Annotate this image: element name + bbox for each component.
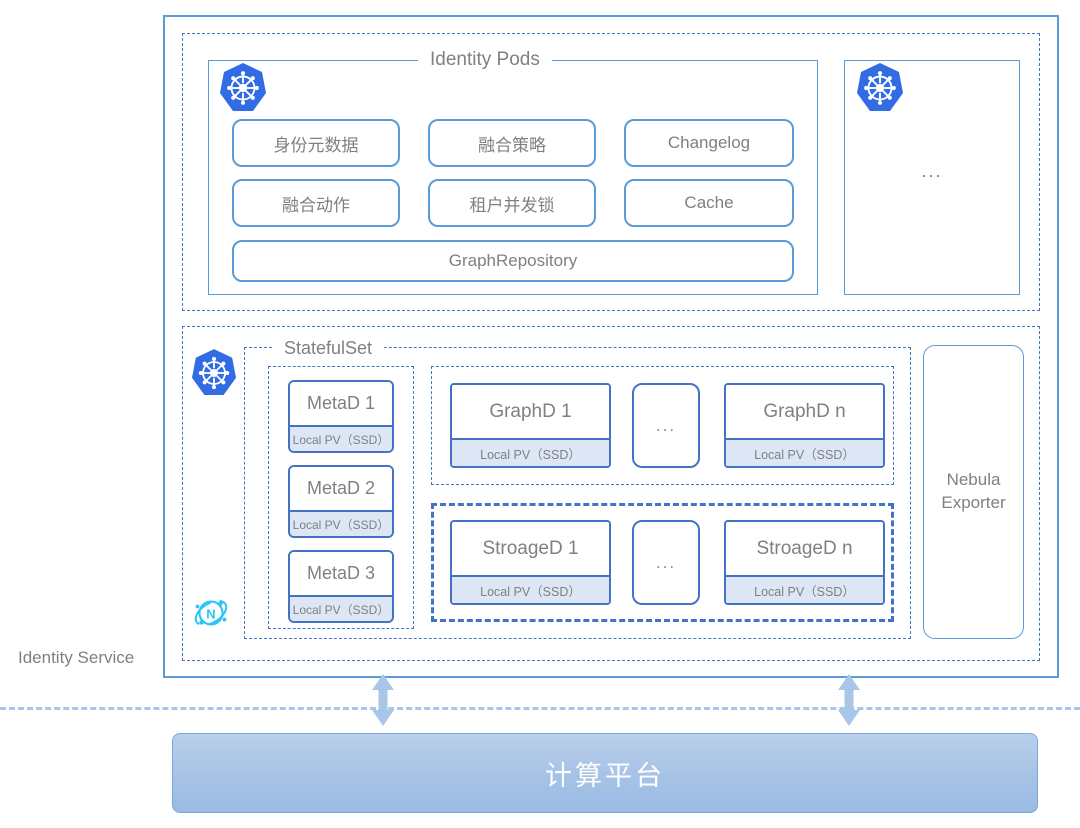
service-pill-changelog[interactable]: Changelog [624,119,794,167]
storaged-node-last-title: StroageD n [726,522,883,575]
metad-node-3[interactable]: MetaD 3 Local PV（SSD） [288,550,394,623]
identity-service-label: Identity Service [18,648,135,667]
statefulset-legend: StatefulSet [272,339,385,357]
svg-text:N: N [206,607,215,622]
graphd-node-last[interactable]: GraphD n Local PV（SSD） [724,383,885,468]
right-connector-arrow [833,673,865,727]
service-pill-identity-metadata[interactable]: 身份元数据 [232,119,400,167]
graphd-node-last-pv: Local PV（SSD） [726,438,883,466]
storaged-group [431,503,894,622]
metad-node-1-pv: Local PV（SSD） [290,425,392,451]
metad-node-2-pv: Local PV（SSD） [290,510,392,536]
service-pill-tenant-lock[interactable]: 租户并发锁 [428,179,596,227]
storaged-node-first-title: StroageD 1 [452,522,609,575]
statefulset-region [182,326,1040,661]
storaged-node-first[interactable]: StroageD 1 Local PV（SSD） [450,520,611,605]
platform-boundary-line [0,707,1080,710]
kubernetes-icon [857,62,903,114]
metad-node-3-pv: Local PV（SSD） [290,595,392,621]
storaged-ellipsis-card: ... [632,520,700,605]
service-pill-cache[interactable]: Cache [624,179,794,227]
service-pill-merge-policy[interactable]: 融合策略 [428,119,596,167]
graphd-node-last-title: GraphD n [726,385,883,438]
identity-pods-replica-ellipsis: ... [921,161,943,182]
graphd-node-first-title: GraphD 1 [452,385,609,438]
storaged-node-first-pv: Local PV（SSD） [452,575,609,603]
nebula-graph-icon: N [187,589,235,637]
kubernetes-icon [220,62,266,114]
graphd-ellipsis-card: ... [632,383,700,468]
service-pill-graph-repository[interactable]: GraphRepository [232,240,794,282]
graphd-node-first-pv: Local PV（SSD） [452,438,609,466]
statefulset-box [244,347,911,639]
storaged-node-last[interactable]: StroageD n Local PV（SSD） [724,520,885,605]
service-pill-merge-action[interactable]: 融合动作 [232,179,400,227]
nebula-exporter-card[interactable]: Nebula Exporter [923,345,1024,639]
metad-node-2-title: MetaD 2 [290,467,392,510]
metad-node-2[interactable]: MetaD 2 Local PV（SSD） [288,465,394,538]
metad-node-3-title: MetaD 3 [290,552,392,595]
metad-group [268,366,414,629]
graphd-group [431,366,894,485]
graphd-node-first[interactable]: GraphD 1 Local PV（SSD） [450,383,611,468]
kubernetes-icon [192,348,236,398]
left-connector-arrow [367,673,399,727]
metad-node-1-title: MetaD 1 [290,382,392,425]
storaged-node-last-pv: Local PV（SSD） [726,575,883,603]
identity-pods-region [182,33,1040,311]
compute-platform-bar[interactable]: 计算平台 [172,733,1038,813]
identity-pods-legend: Identity Pods [418,50,552,69]
metad-node-1[interactable]: MetaD 1 Local PV（SSD） [288,380,394,453]
